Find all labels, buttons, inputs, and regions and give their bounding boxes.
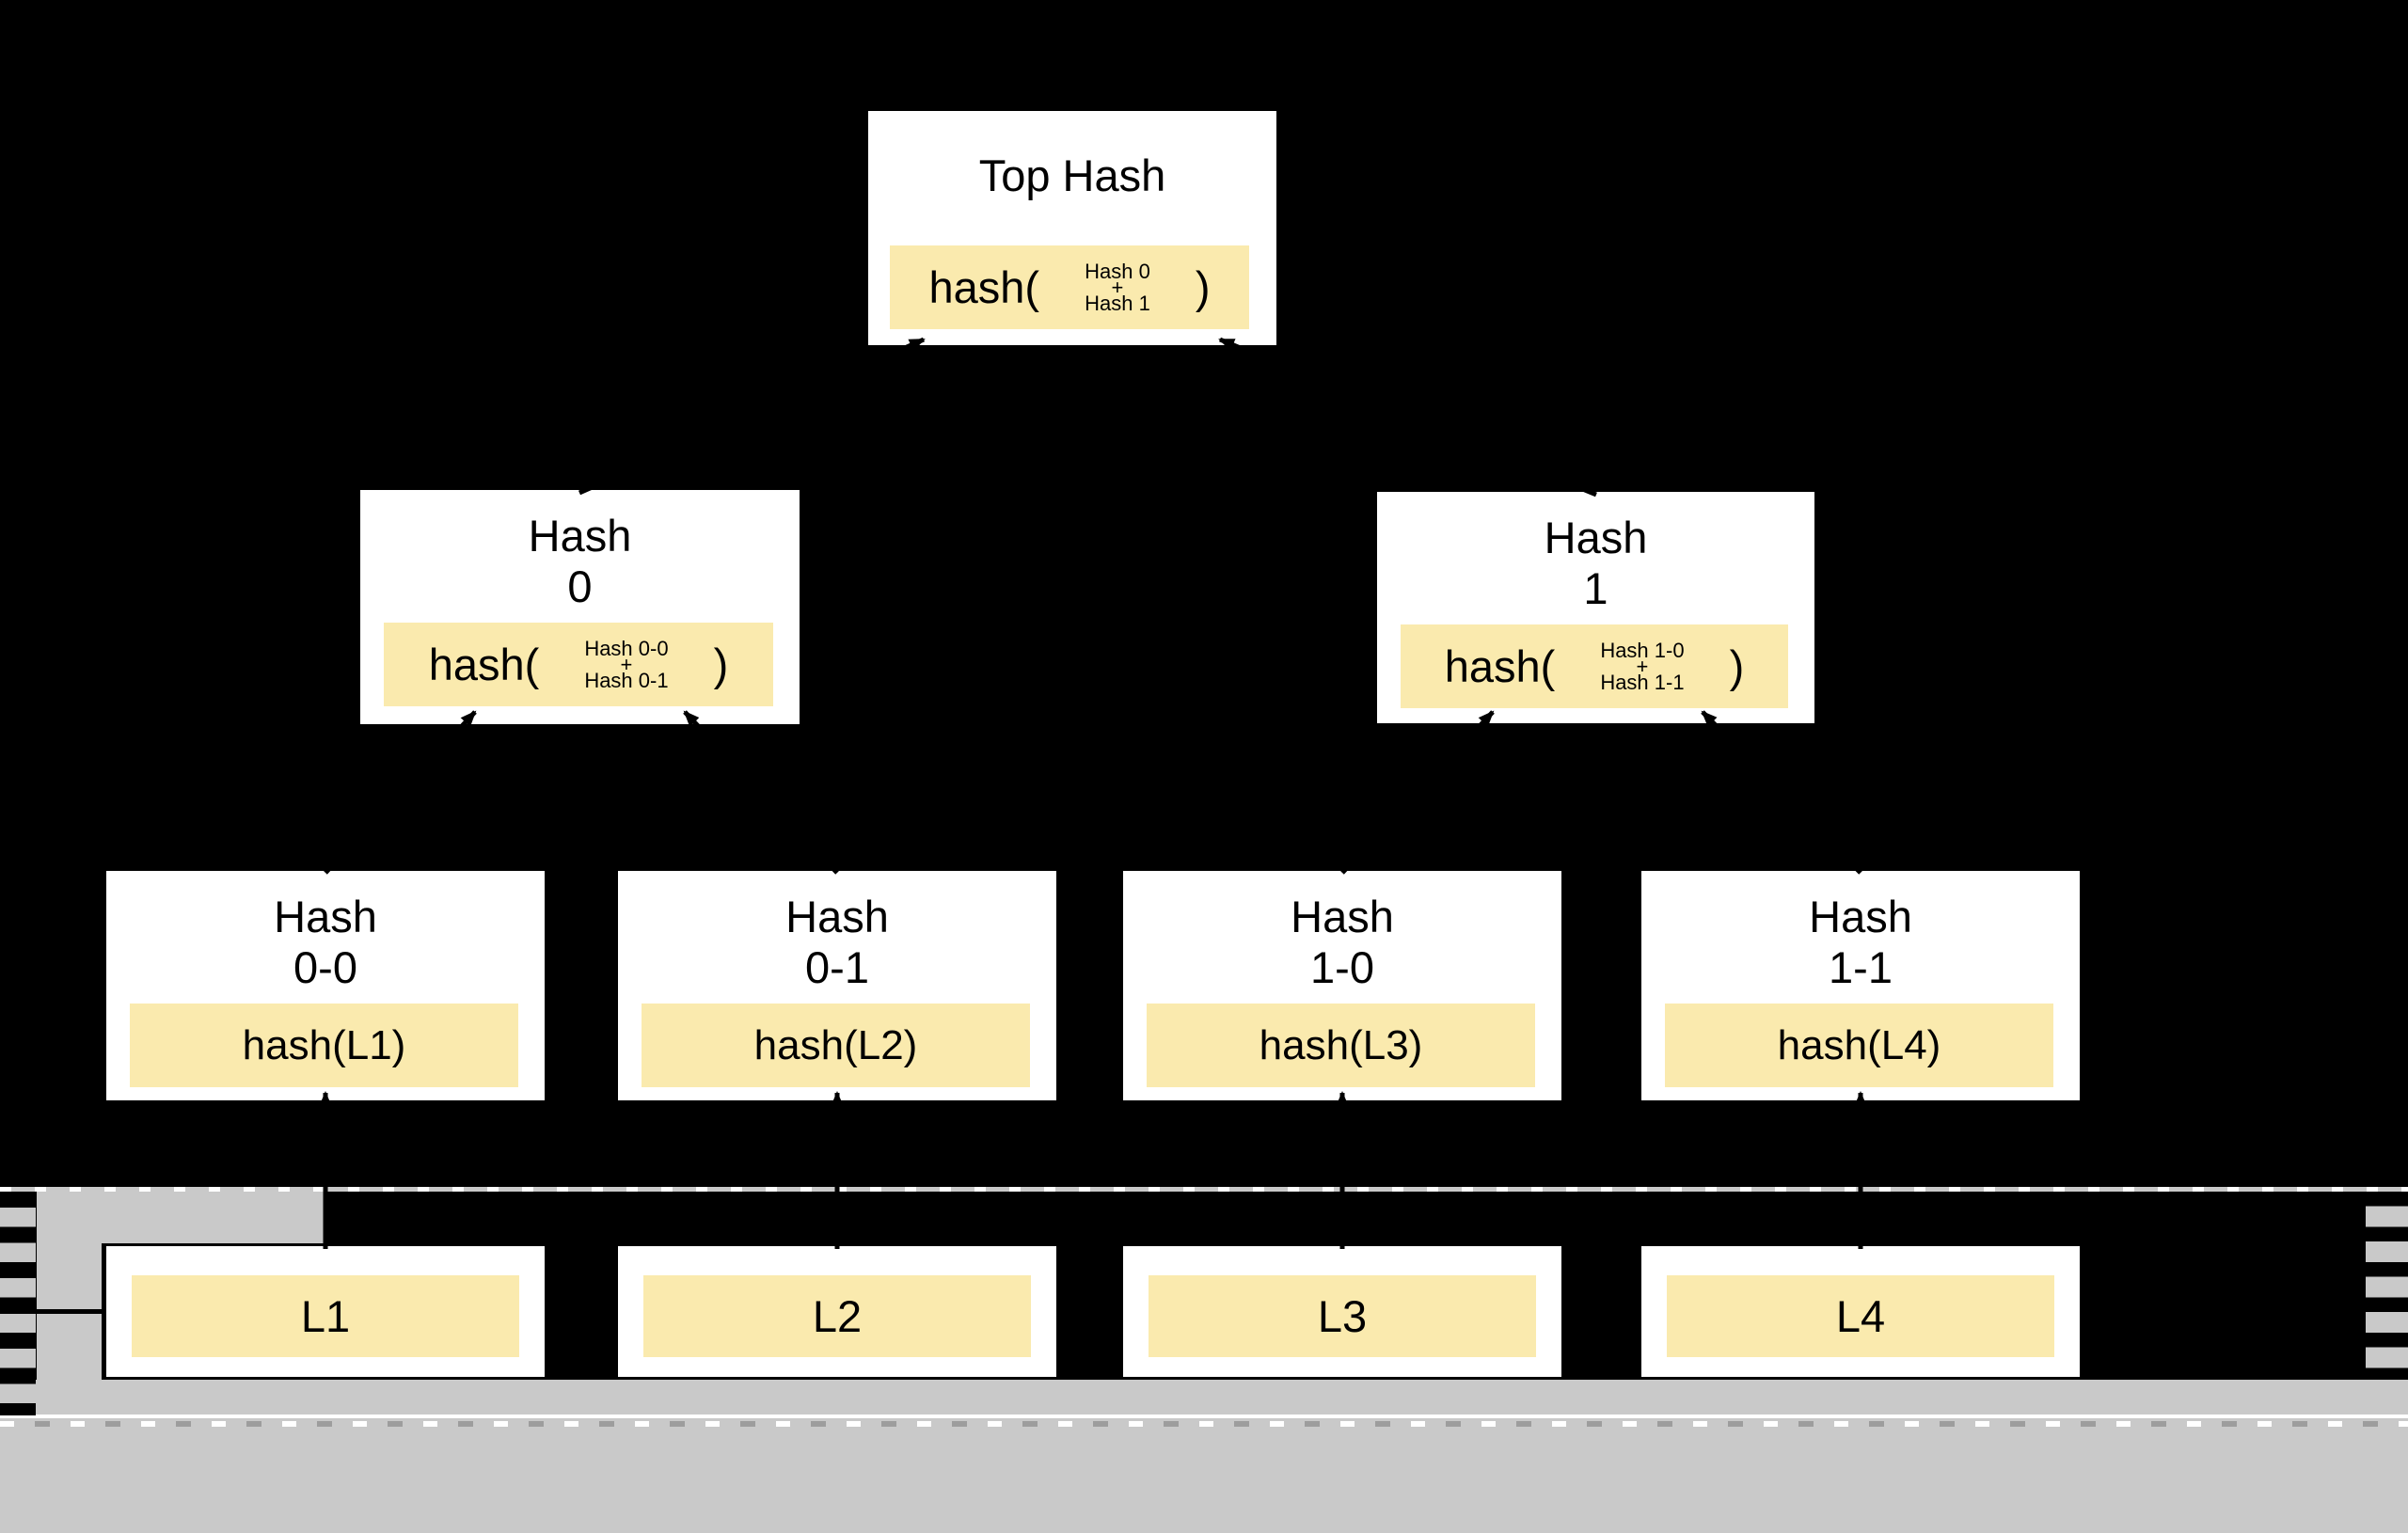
hash-0-node: Hash 0 hash( Hash 0-0 + Hash 0-1 )	[357, 487, 802, 727]
node-title: Hash 1-1	[1641, 871, 2080, 993]
node-title-line: 0-0	[293, 942, 357, 992]
hash-formula-bar: hash(L1)	[130, 1004, 518, 1087]
hash-formula-bar: hash( Hash 1-0 + Hash 1-1 )	[1401, 624, 1788, 708]
formula-close-paren: )	[713, 640, 729, 689]
node-title: Hash 1	[1377, 492, 1814, 614]
hash-0-0-node: Hash 0-0 hash(L1)	[103, 868, 547, 1103]
band-top-left-tab	[37, 1192, 325, 1243]
left-cut-edge-pattern	[0, 1192, 36, 1415]
node-title-line: 0-1	[805, 942, 869, 992]
arrow-hash0-to-top	[578, 337, 926, 496]
node-title: Top Hash	[868, 111, 1276, 201]
data-block-label: L1	[300, 1291, 351, 1341]
hash-formula-bar: hash(L4)	[1665, 1004, 2053, 1087]
node-title-line: Hash	[1809, 892, 1912, 941]
formula-arg-top: Hash 1-0	[1600, 639, 1685, 662]
node-title: Hash 0-1	[618, 871, 1056, 993]
node-title: Hash 0-0	[106, 871, 545, 993]
formula-args: Hash 0 + Hash 1	[1085, 260, 1150, 315]
data-block-l3: L3	[1120, 1243, 1564, 1380]
formula-args: Hash 1-0 + Hash 1-1	[1600, 639, 1685, 694]
data-block-bar: L4	[1667, 1275, 2054, 1357]
block-chain-connector-left	[0, 1309, 103, 1314]
formula-arg-bottom: Hash 1-1	[1600, 671, 1685, 694]
formula-arg-top: Hash 0	[1085, 260, 1150, 283]
data-block-l1: L1	[103, 1243, 547, 1380]
node-title-line: Hash	[1291, 892, 1394, 941]
hash-formula-bar: hash(L3)	[1147, 1004, 1535, 1087]
data-block-bar: L2	[643, 1275, 1031, 1357]
node-title-line: Hash	[785, 892, 889, 941]
arrow-hash1-to-top	[1218, 337, 1597, 498]
arrow-hash01-to-hash0	[683, 710, 839, 875]
hash-formula-bar: hash( Hash 0 + Hash 1 )	[890, 245, 1249, 329]
top-hash-node: Top Hash hash( Hash 0 + Hash 1 )	[865, 108, 1279, 348]
node-title-line: Hash	[528, 511, 632, 561]
formula-plus: +	[1111, 276, 1124, 299]
band-bottom-white-line	[0, 1414, 2408, 1418]
node-title-line: 1	[1583, 563, 1608, 613]
leaf-formula: hash(L4)	[1777, 1021, 1941, 1068]
hash-0-1-node: Hash 0-1 hash(L2)	[615, 868, 1059, 1103]
node-title-line: 1-1	[1829, 942, 1893, 992]
leaf-formula: hash(L3)	[1259, 1021, 1423, 1068]
hash-1-node: Hash 1 hash( Hash 1-0 + Hash 1-1 )	[1374, 489, 1817, 726]
formula-arg-bottom: Hash 0-1	[584, 669, 669, 692]
node-title: Hash 1-0	[1123, 871, 1561, 993]
hash-1-1-node: Hash 1-1 hash(L4)	[1639, 868, 2083, 1103]
leaf-formula: hash(L2)	[753, 1021, 918, 1068]
node-title-line: Hash	[274, 892, 377, 941]
formula-fn: hash(	[928, 262, 1040, 312]
formula-plus: +	[620, 653, 633, 676]
data-blocks-band	[0, 1380, 2408, 1533]
data-block-l4: L4	[1639, 1243, 2083, 1380]
formula-arg-top: Hash 0-0	[584, 637, 669, 660]
band-bottom-dashed-line	[0, 1421, 2408, 1427]
formula-close-paren: )	[1729, 641, 1745, 691]
node-title: Hash 0	[360, 490, 800, 612]
data-block-label: L2	[812, 1291, 863, 1341]
data-block-bar: L3	[1149, 1275, 1536, 1357]
node-title-line: 1-0	[1310, 942, 1374, 992]
node-title-line: Top Hash	[978, 150, 1166, 200]
hash-1-0-node: Hash 1-0 hash(L3)	[1120, 868, 1564, 1103]
leaf-formula: hash(L1)	[242, 1021, 406, 1068]
formula-plus: +	[1636, 655, 1649, 678]
arrow-hash00-to-hash0	[324, 710, 477, 875]
data-block-bar: L1	[132, 1275, 519, 1357]
data-block-label: L4	[1835, 1291, 1886, 1341]
formula-close-paren: )	[1195, 262, 1211, 312]
data-block-l2: L2	[615, 1243, 1059, 1380]
formula-fn: hash(	[1444, 641, 1556, 691]
arrow-hash11-to-hash1	[1701, 710, 1862, 875]
band-top-dashed-line	[0, 1187, 2408, 1192]
hash-formula-bar: hash( Hash 0-0 + Hash 0-1 )	[384, 623, 773, 706]
arrow-hash10-to-hash1	[1340, 710, 1495, 875]
node-title-line: 0	[567, 561, 593, 611]
data-block-label: L3	[1317, 1291, 1368, 1341]
formula-args: Hash 0-0 + Hash 0-1	[584, 637, 669, 692]
node-title-line: Hash	[1544, 513, 1648, 562]
formula-arg-bottom: Hash 1	[1085, 292, 1150, 315]
right-cut-edge-pattern	[2366, 1192, 2408, 1381]
hash-formula-bar: hash(L2)	[642, 1004, 1030, 1087]
formula-fn: hash(	[428, 640, 540, 689]
